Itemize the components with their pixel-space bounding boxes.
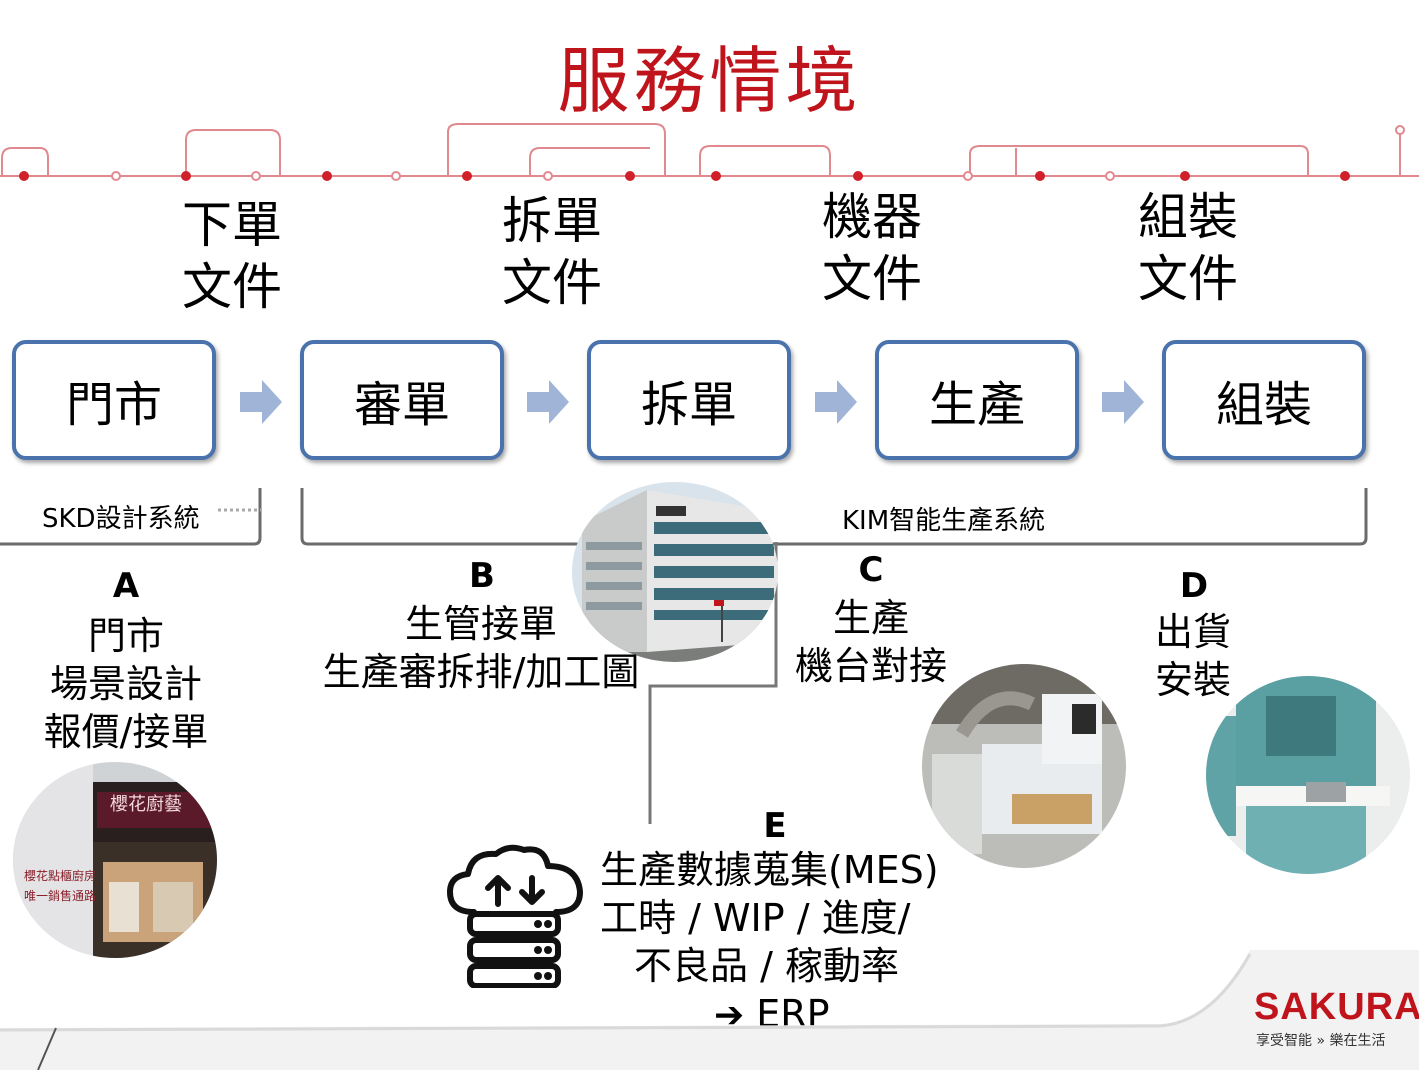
doc-label-split: 拆單文件 bbox=[502, 192, 602, 312]
arrow-right-icon bbox=[240, 380, 282, 424]
decorative-circuit-line bbox=[0, 123, 1419, 181]
section-d-label: 出貨 安裝 bbox=[1154, 610, 1231, 702]
store-banner-text: 櫻花點櫃廚房 唯一銷售通路 bbox=[24, 869, 97, 903]
section-a-label: 門市 場景設計 報價/接單 bbox=[43, 614, 209, 754]
section-c-letter: C bbox=[858, 550, 884, 590]
step-split: 拆單 bbox=[587, 340, 791, 460]
mes-line-1: 生產數據蒐集(MES) bbox=[600, 848, 939, 892]
skd-system-label: SKD設計系統 bbox=[42, 504, 200, 534]
step-production: 生產 bbox=[875, 340, 1079, 460]
doc-label-machine: 機器文件 bbox=[822, 188, 922, 308]
step-review: 審單 bbox=[300, 340, 504, 460]
mes-connector-line bbox=[648, 542, 778, 824]
section-b-letter: B bbox=[469, 556, 495, 596]
arrow-right-icon bbox=[1102, 380, 1144, 424]
doc-label-order: 下單文件 bbox=[182, 196, 282, 316]
arrow-right-icon bbox=[815, 380, 857, 424]
sakura-logo: SAKURA bbox=[1254, 986, 1419, 1028]
doc-label-assembly: 組裝文件 bbox=[1138, 188, 1238, 308]
bottom-swoosh-decoration bbox=[0, 950, 1419, 1070]
step-assembly: 組裝 bbox=[1162, 340, 1366, 460]
store-photo bbox=[13, 762, 217, 958]
page-title: 服務情境 bbox=[557, 39, 862, 123]
section-a-letter: A bbox=[112, 566, 140, 606]
section-e-letter: E bbox=[763, 806, 787, 846]
kim-system-label: KIM智能生產系統 bbox=[842, 506, 1046, 536]
section-c-label: 生產 機台對接 bbox=[794, 596, 947, 688]
mes-line-3: 不良品 / 稼動率 bbox=[634, 944, 899, 988]
store-sign-text: 櫻花廚藝 bbox=[110, 794, 182, 815]
arrow-right-icon bbox=[527, 380, 569, 424]
logo-tagline: 享受智能 » 樂在生活 bbox=[1256, 1033, 1386, 1049]
kitchen-photo bbox=[1206, 676, 1410, 874]
step-store: 門市 bbox=[12, 340, 216, 460]
mes-line-2: 工時 / WIP / 進度/ bbox=[600, 896, 911, 940]
section-b-label: 生管接單 生產審拆排/加工圖 bbox=[322, 602, 640, 694]
system-brackets bbox=[0, 488, 1368, 546]
section-d-letter: D bbox=[1179, 566, 1209, 606]
cloud-server-icon bbox=[447, 844, 583, 988]
machine-photo bbox=[922, 664, 1126, 868]
